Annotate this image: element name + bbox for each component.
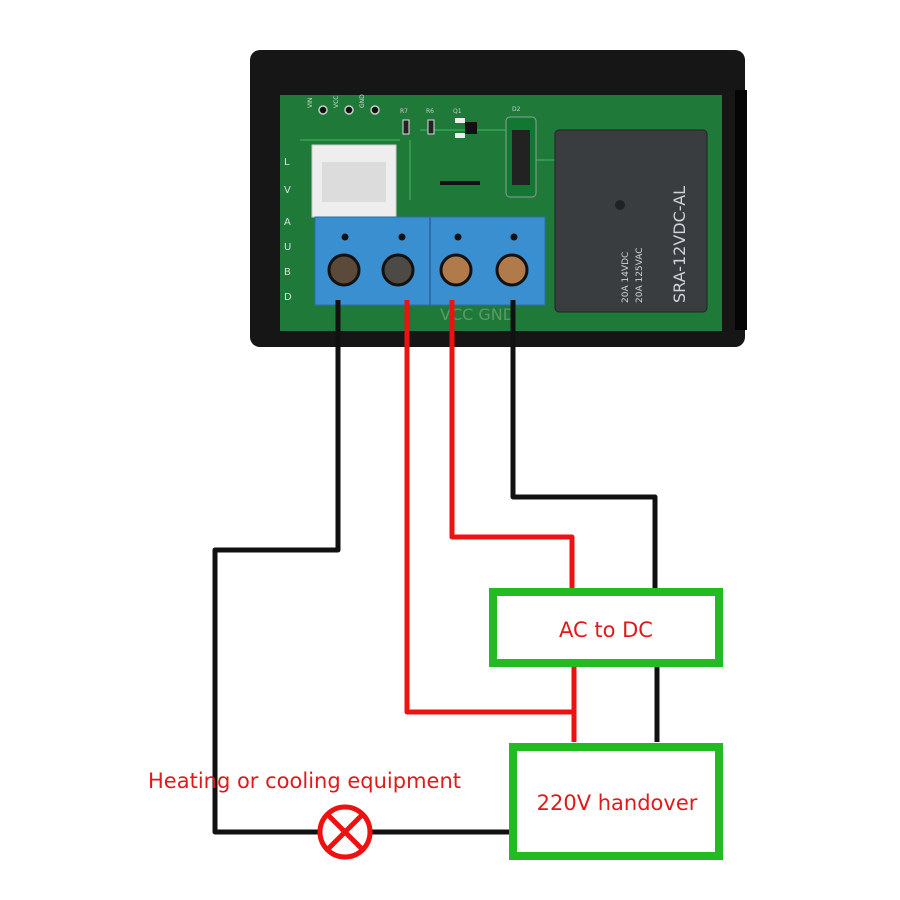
- svg-text:L: L: [284, 157, 290, 168]
- terminal-silk-label: VCC GND: [440, 305, 515, 324]
- label-d2: D2: [512, 106, 521, 113]
- label-r7: R7: [400, 108, 408, 115]
- load-lamp-icon: [317, 804, 373, 860]
- side-silk-labels: L V A U B D: [284, 157, 292, 303]
- header-pins: VIN VCC GND: [307, 94, 380, 115]
- ac-dc-label: AC to DC: [559, 618, 653, 642]
- terminal-screw: [439, 253, 473, 287]
- pin-label-vin: VIN: [307, 98, 314, 108]
- wire-load-black: [212, 300, 341, 835]
- wire-black-acdc: [510, 300, 658, 588]
- relay-rating-dc: 20A 14VDC: [621, 252, 631, 303]
- smd-components: R7 R6 Q1 D2: [400, 106, 537, 198]
- pin-label-vcc: VCC: [333, 96, 340, 108]
- handover-label: 220V handover: [537, 791, 698, 815]
- svg-text:B: B: [284, 267, 291, 278]
- svg-text:A: A: [284, 217, 291, 228]
- relay-rating-ac: 20A 125VAC: [635, 247, 645, 303]
- label-q1: Q1: [453, 108, 462, 115]
- label-r6: R6: [426, 108, 434, 115]
- ac-dc-box: AC to DC: [489, 588, 723, 667]
- terminal-screw: [495, 253, 529, 287]
- terminal-screw: [327, 253, 361, 287]
- terminal-screw: [381, 253, 415, 287]
- handover-box: 220V handover: [509, 743, 723, 860]
- terminal-block: [314, 216, 546, 306]
- thermostat-module: VIN VCC GND R7 R6 Q1 D2 L V A U B D: [250, 50, 747, 347]
- relay: SRA-12VDC-AL 20A 14VDC 20A 125VAC: [554, 129, 708, 313]
- wire-red-acdc: [449, 300, 575, 588]
- wire-red-handover: [404, 300, 572, 715]
- load-label: Heating or cooling equipment: [148, 769, 461, 793]
- svg-text:U: U: [284, 242, 291, 253]
- svg-text:D: D: [284, 292, 292, 303]
- relay-model: SRA-12VDC-AL: [670, 186, 689, 303]
- pin-label-gnd: GND: [359, 94, 366, 108]
- svg-text:V: V: [284, 185, 291, 196]
